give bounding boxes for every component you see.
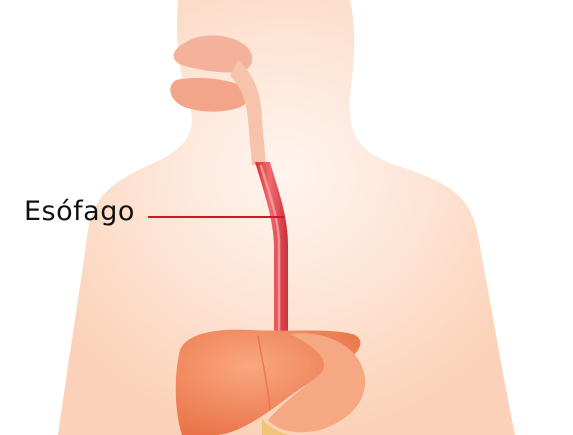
esophagus-highlight: [259, 164, 281, 332]
liver: [175, 329, 361, 435]
gallbladder: [262, 418, 290, 435]
nasal-cavity: [173, 35, 253, 73]
stomach: [268, 333, 366, 433]
liver-lobe-line: [257, 335, 271, 411]
esophagus-label: Esófago: [24, 196, 135, 227]
body-silhouette: [58, 0, 515, 435]
oral-cavity: [170, 78, 249, 112]
throat: [230, 60, 266, 165]
